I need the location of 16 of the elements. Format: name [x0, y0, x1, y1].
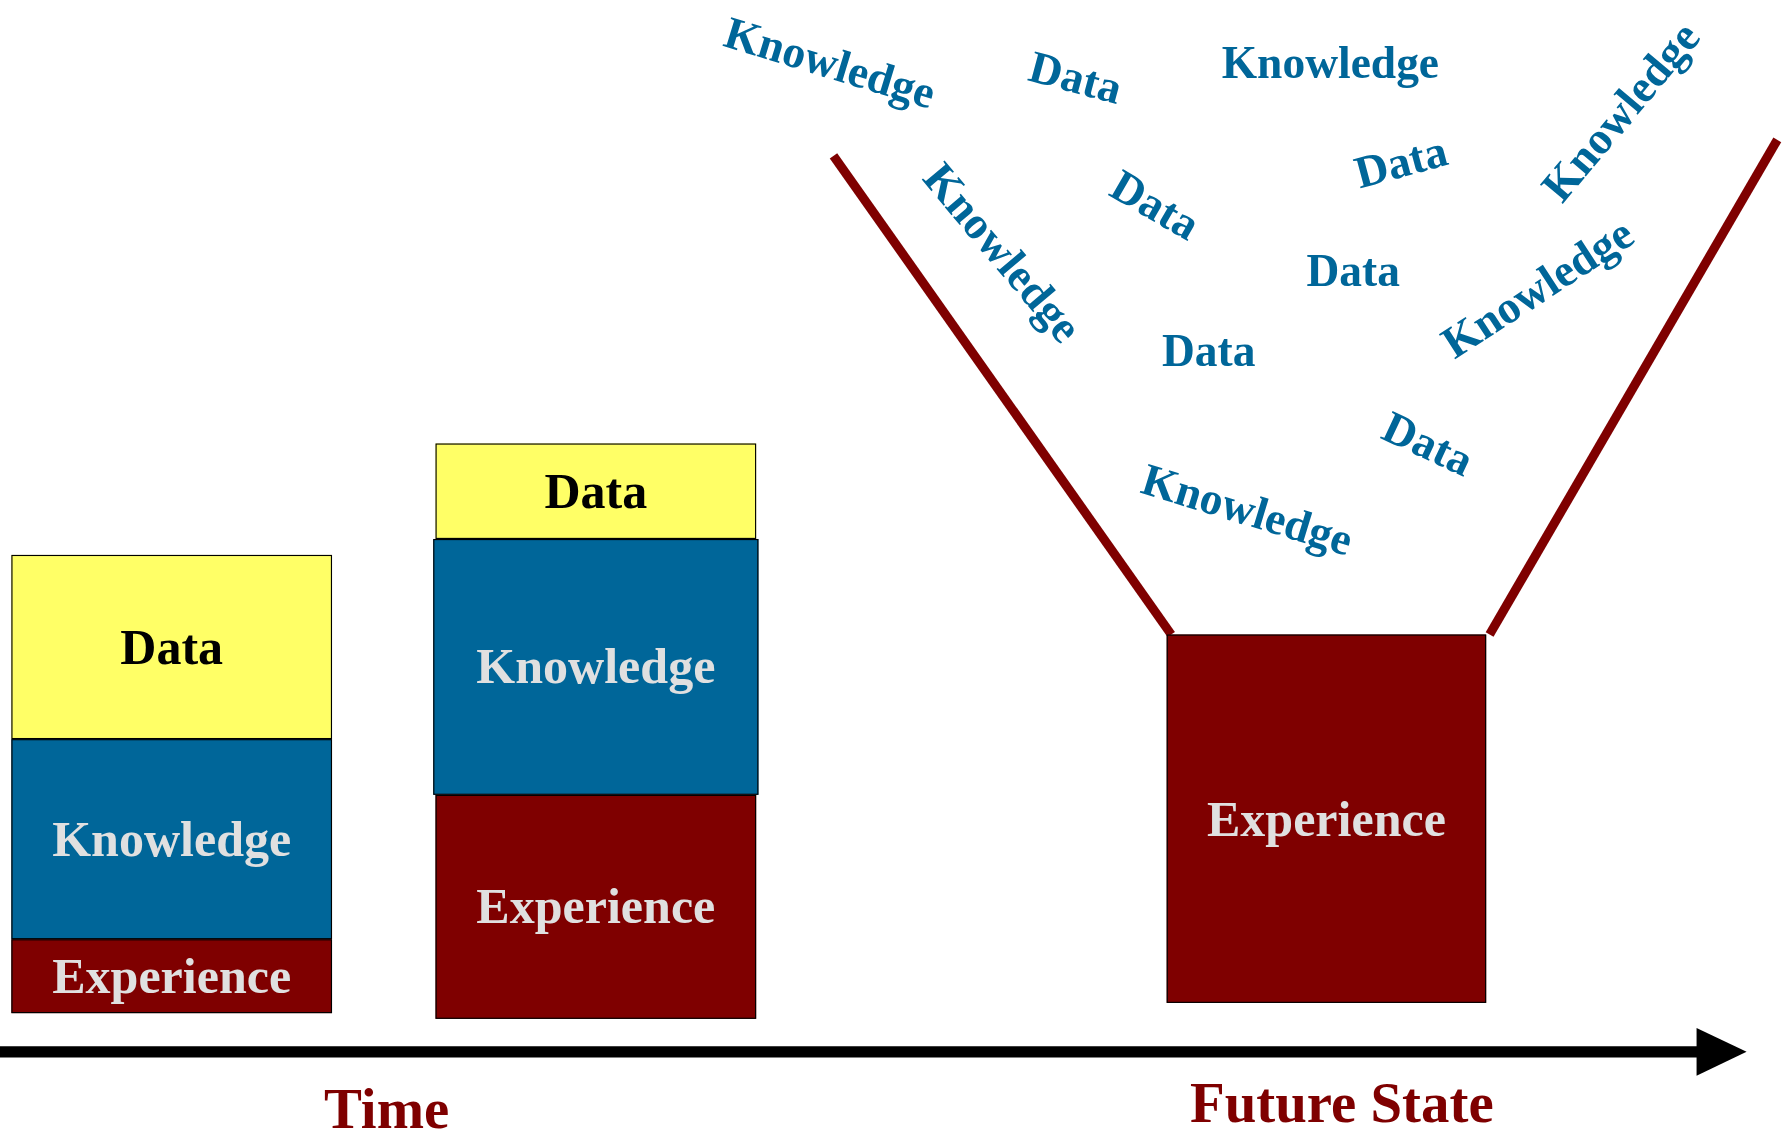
axis-label: Time: [323, 1075, 450, 1135]
stack-block: Data: [435, 443, 757, 539]
stack-block: Knowledge: [433, 539, 759, 795]
stack-block: Knowledge: [11, 739, 333, 940]
floating-word: Data: [1374, 399, 1482, 488]
floating-word: Data: [1162, 323, 1256, 377]
floating-word: Knowledge: [1221, 35, 1440, 90]
stack-block: Experience: [1166, 634, 1487, 1003]
stack-block: Data: [11, 554, 333, 740]
floating-word: Data: [1101, 158, 1210, 252]
stack-block: Experience: [435, 794, 757, 1019]
floating-word: Data: [1348, 123, 1453, 200]
floating-word: Data: [1023, 39, 1128, 116]
axis-label: Future State: [1189, 1070, 1494, 1135]
stack-block: Experience: [11, 939, 333, 1014]
floating-word: Data: [1306, 244, 1400, 298]
